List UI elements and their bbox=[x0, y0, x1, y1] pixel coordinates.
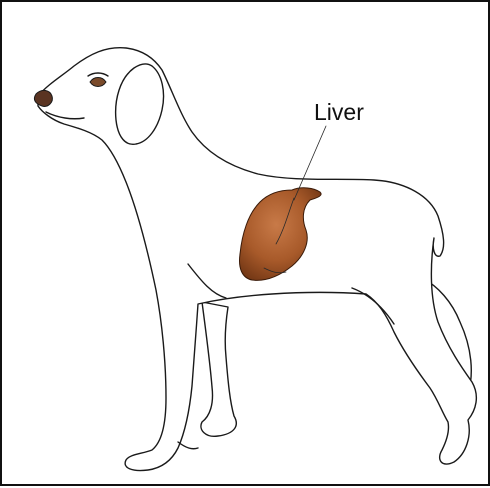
dog-nose bbox=[34, 90, 52, 106]
liver-label: Liver bbox=[314, 99, 364, 125]
far-foreleg bbox=[201, 302, 236, 436]
elbow-contour bbox=[178, 442, 198, 449]
